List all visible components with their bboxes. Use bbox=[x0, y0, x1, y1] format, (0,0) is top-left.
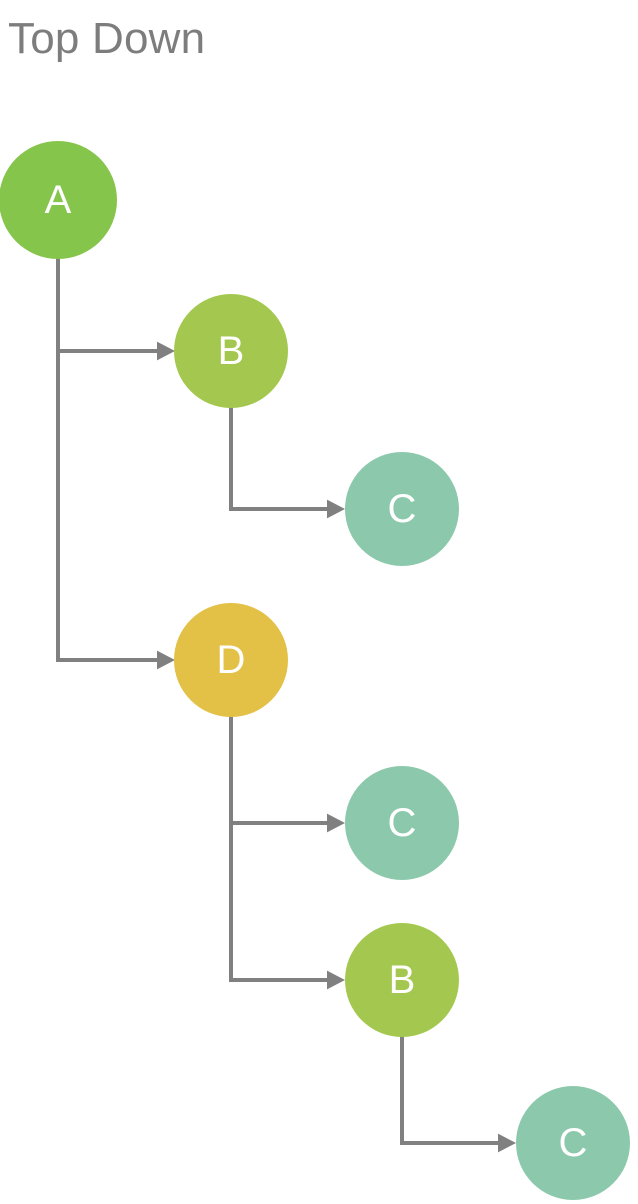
edge-a-b1-arrowhead-icon bbox=[157, 341, 175, 361]
edge-d-b2-line bbox=[229, 660, 327, 982]
graph-node-c[interactable]: C bbox=[345, 452, 459, 566]
edge-b2-c3-arrowhead-icon bbox=[498, 1133, 516, 1153]
graph-node-c[interactable]: C bbox=[516, 1086, 630, 1200]
graph-node-d[interactable]: D bbox=[174, 603, 288, 717]
graph-node-label: C bbox=[558, 1121, 588, 1165]
graph-node-a[interactable]: A bbox=[0, 141, 117, 259]
graph-node-b[interactable]: B bbox=[174, 294, 288, 408]
graph-node-label: C bbox=[387, 487, 417, 531]
edge-a-d bbox=[56, 200, 175, 670]
edge-a-d-line bbox=[56, 200, 157, 662]
edge-b1-c1-arrowhead-icon bbox=[327, 499, 345, 519]
edge-d-b2-arrowhead-icon bbox=[327, 970, 345, 990]
diagram-title: Top Down bbox=[8, 14, 206, 63]
graph-node-b[interactable]: B bbox=[345, 923, 459, 1037]
edge-d-b2 bbox=[229, 660, 345, 990]
graph-node-label: B bbox=[217, 329, 245, 373]
graph-node-label: B bbox=[388, 958, 416, 1002]
graph-node-label: C bbox=[387, 801, 417, 845]
edge-d-c2-arrowhead-icon bbox=[327, 813, 345, 833]
edge-a-d-arrowhead-icon bbox=[157, 650, 175, 670]
graph-node-label: A bbox=[44, 178, 72, 222]
graph-node-c[interactable]: C bbox=[345, 766, 459, 880]
graph-node-label: D bbox=[216, 638, 246, 682]
